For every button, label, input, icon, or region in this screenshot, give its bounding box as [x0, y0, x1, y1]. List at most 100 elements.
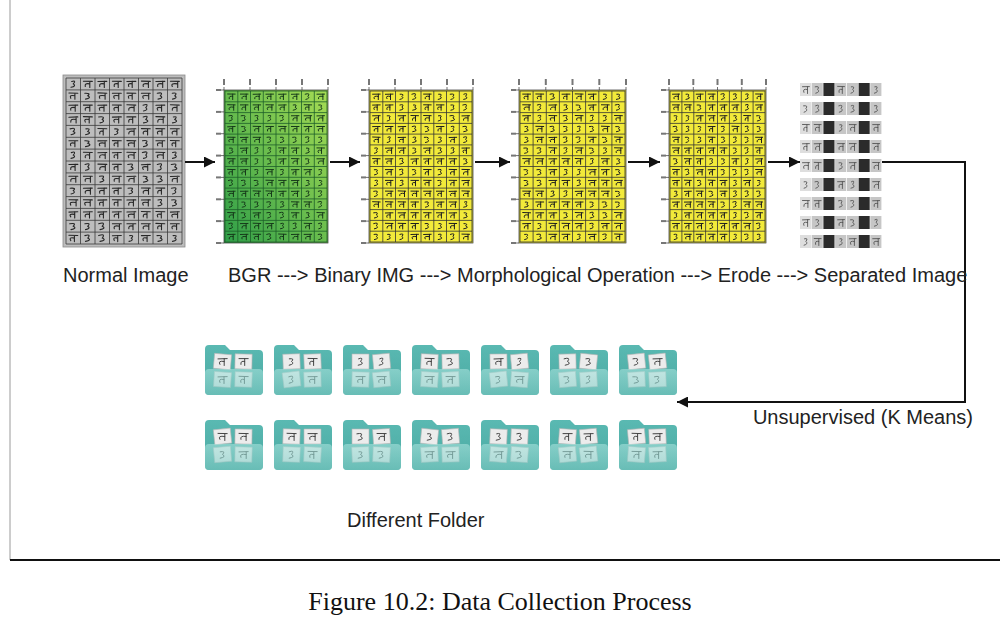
grid-line — [670, 123, 765, 124]
folder-back — [274, 345, 332, 395]
handwritten-glyph — [588, 105, 596, 110]
handwritten-glyph — [267, 212, 271, 218]
handwritten-glyph — [267, 234, 271, 240]
handwritten-glyph — [266, 191, 274, 197]
folder-back — [343, 420, 401, 470]
handwritten-glyph — [721, 170, 724, 175]
handwritten-glyph — [98, 93, 107, 99]
strip-cell — [800, 83, 811, 96]
folder-group: Different Folder — [205, 340, 677, 480]
axis-tick — [516, 111, 519, 112]
axis-tick-mark — [511, 242, 516, 244]
strip-cell — [847, 216, 858, 229]
grid-line — [370, 144, 472, 145]
handwritten-glyph — [577, 180, 581, 186]
handwritten-glyph — [304, 105, 312, 111]
sample-image — [441, 428, 459, 444]
grid-line — [66, 78, 182, 79]
handwritten-glyph — [112, 188, 121, 194]
handwritten-glyph — [69, 212, 78, 218]
handwritten-glyph — [127, 152, 136, 158]
handwritten-glyph — [874, 106, 877, 113]
handwritten-glyph — [98, 200, 107, 206]
axis-tick-mark — [216, 220, 221, 222]
handwritten-glyph — [588, 191, 596, 197]
handwritten-glyph — [745, 94, 748, 100]
handwritten-glyph — [537, 234, 542, 240]
handwritten-glyph — [172, 200, 177, 206]
handwritten-glyph — [112, 81, 121, 87]
handwritten-glyph — [696, 94, 703, 100]
handwritten-glyph — [228, 234, 236, 240]
handwritten-glyph — [496, 433, 500, 440]
handwritten-glyph — [305, 137, 309, 143]
handwritten-glyph — [373, 94, 381, 100]
handwritten-glyph — [424, 191, 432, 196]
handwritten-glyph — [170, 176, 179, 182]
grid-line — [670, 209, 765, 210]
folder-front — [205, 444, 263, 470]
axis-tick-mark — [741, 79, 743, 85]
handwritten-glyph — [374, 191, 378, 197]
handwritten-glyph — [745, 148, 749, 154]
handwritten-glyph — [451, 126, 454, 131]
plot-margin — [360, 78, 475, 245]
handwritten-glyph — [523, 94, 531, 100]
handwritten-glyph — [306, 213, 310, 218]
handwritten-glyph — [112, 164, 121, 170]
axis-tick — [741, 87, 742, 90]
handwritten-glyph — [633, 358, 638, 365]
handwritten-glyph — [374, 170, 377, 175]
folder-icon — [550, 420, 608, 470]
folder-front — [550, 444, 608, 470]
handwritten-glyph — [721, 126, 724, 131]
handwritten-glyph — [524, 180, 528, 185]
handwritten-glyph — [564, 213, 568, 218]
handwritten-glyph — [710, 159, 713, 165]
handwritten-glyph — [447, 433, 452, 440]
handwritten-glyph — [673, 148, 680, 154]
handwritten-glyph — [279, 94, 287, 100]
handwritten-glyph — [253, 94, 261, 100]
step-caption: Binary IMG — [314, 263, 414, 287]
handwritten-glyph — [536, 137, 544, 142]
handwritten-glyph — [127, 117, 136, 123]
step-caption: BGR — [228, 263, 271, 287]
strip-cell — [859, 197, 870, 210]
handwritten-glyph — [385, 170, 393, 176]
handwritten-glyph — [98, 153, 107, 159]
handwritten-glyph — [156, 117, 165, 123]
handwritten-glyph — [696, 159, 703, 165]
handwritten-glyph — [603, 148, 606, 153]
handwritten-glyph — [385, 94, 393, 100]
handwritten-glyph — [83, 105, 92, 111]
text-arrow: ---> — [777, 263, 809, 287]
handwritten-glyph — [720, 148, 727, 154]
handwritten-glyph — [517, 433, 522, 440]
handwritten-glyph — [584, 434, 593, 441]
handwritten-glyph — [156, 141, 165, 147]
handwritten-glyph — [240, 170, 248, 176]
handwritten-glyph — [549, 116, 557, 122]
handwritten-glyph — [293, 105, 296, 110]
handwritten-glyph — [464, 224, 468, 229]
handwritten-glyph — [616, 159, 620, 164]
handwritten-glyph — [463, 126, 468, 131]
strip-cell — [823, 83, 834, 96]
strip-cell — [812, 178, 823, 191]
strip-cell — [847, 83, 858, 96]
handwritten-glyph — [436, 105, 444, 110]
handwritten-glyph — [684, 180, 691, 186]
handwritten-glyph — [673, 94, 680, 100]
handwritten-glyph — [720, 180, 727, 185]
handwritten-glyph — [538, 223, 541, 228]
handwritten-glyph — [697, 180, 701, 185]
axis-tick — [717, 87, 718, 90]
grid-line — [520, 91, 625, 92]
grid-line — [66, 172, 182, 173]
handwritten-glyph — [317, 127, 325, 132]
handwritten-glyph — [170, 212, 179, 218]
handwritten-glyph — [523, 116, 531, 121]
grid-line — [225, 177, 327, 178]
photo-paper — [63, 75, 185, 247]
